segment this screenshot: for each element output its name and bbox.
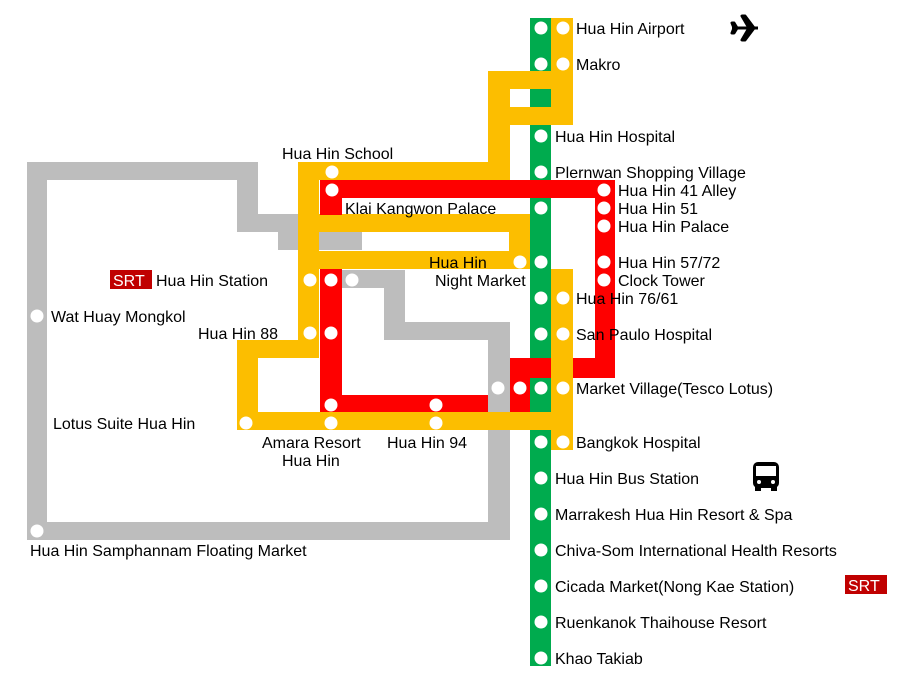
stop[interactable] <box>429 416 443 430</box>
label-plernwan[interactable]: Plernwan Shopping Village <box>555 165 746 182</box>
stop[interactable] <box>30 309 44 323</box>
label-hh94[interactable]: Hua Hin 94 <box>387 435 467 452</box>
gray-line <box>27 162 510 540</box>
airplane-icon <box>730 14 758 42</box>
stop[interactable] <box>556 327 570 341</box>
stop[interactable] <box>556 381 570 395</box>
label-hh5772[interactable]: Hua Hin 57/72 <box>618 255 720 272</box>
label-school[interactable]: Hua Hin School <box>282 146 393 163</box>
srt-badge: SRT <box>110 270 152 290</box>
stop[interactable] <box>534 21 548 35</box>
stop[interactable] <box>556 57 570 71</box>
srt-badge: SRT <box>845 575 887 595</box>
label-hh7661[interactable]: Hua Hin 76/61 <box>576 291 678 308</box>
label-palace[interactable]: Hua Hin Palace <box>618 219 729 236</box>
stop[interactable] <box>491 381 505 395</box>
svg-text:SRT: SRT <box>113 273 145 290</box>
stop[interactable] <box>534 615 548 629</box>
label-hh88[interactable]: Hua Hin 88 <box>198 326 278 343</box>
stop[interactable] <box>324 273 338 287</box>
label-ruenkanok[interactable]: Ruenkanok Thaihouse Resort <box>555 615 767 632</box>
stop[interactable] <box>534 579 548 593</box>
label-bus[interactable]: Hua Hin Bus Station <box>555 471 699 488</box>
stop[interactable] <box>534 327 548 341</box>
label-makro[interactable]: Makro <box>576 57 621 74</box>
stop[interactable] <box>325 165 339 179</box>
label-khao[interactable]: Khao Takiab <box>555 651 643 668</box>
stop[interactable] <box>303 326 317 340</box>
stop[interactable] <box>534 255 548 269</box>
label-hospital[interactable]: Hua Hin Hospital <box>555 129 675 146</box>
label-klai[interactable]: Klai Kangwon Palace <box>345 201 496 218</box>
stop[interactable] <box>324 416 338 430</box>
stop[interactable] <box>534 129 548 143</box>
label-hh51[interactable]: Hua Hin 51 <box>618 201 698 218</box>
label-market-village[interactable]: Market Village(Tesco Lotus) <box>576 381 773 398</box>
label-chiva[interactable]: Chiva-Som International Health Resorts <box>555 543 837 560</box>
stop[interactable] <box>556 21 570 35</box>
stop[interactable] <box>513 255 527 269</box>
label-airport[interactable]: Hua Hin Airport <box>576 21 685 38</box>
stop[interactable] <box>534 381 548 395</box>
stop[interactable] <box>429 398 443 412</box>
stop[interactable] <box>534 201 548 215</box>
stop[interactable] <box>534 165 548 179</box>
stop[interactable] <box>597 255 611 269</box>
stop[interactable] <box>534 507 548 521</box>
stops <box>30 21 611 665</box>
stop[interactable] <box>30 524 44 538</box>
label-amara-2[interactable]: Hua Hin <box>282 453 340 470</box>
stop[interactable] <box>303 273 317 287</box>
stop[interactable] <box>239 416 253 430</box>
stop[interactable] <box>324 326 338 340</box>
label-night-1[interactable]: Hua Hin <box>429 255 487 272</box>
stop[interactable] <box>534 435 548 449</box>
bus-icon <box>753 462 779 491</box>
stop[interactable] <box>534 57 548 71</box>
label-clock[interactable]: Clock Tower <box>618 273 706 290</box>
label-night-2[interactable]: Night Market <box>435 273 526 290</box>
stop[interactable] <box>597 219 611 233</box>
stop[interactable] <box>597 201 611 215</box>
station-labels: Hua Hin Airport Makro Hua Hin Hospital P… <box>30 21 887 668</box>
yellow-line <box>237 18 573 450</box>
label-station[interactable]: Hua Hin Station <box>156 273 268 290</box>
label-alley41[interactable]: Hua Hin 41 Alley <box>618 183 736 200</box>
label-sanpaulo[interactable]: San Paulo Hospital <box>576 327 712 344</box>
stop[interactable] <box>345 273 359 287</box>
stop[interactable] <box>534 543 548 557</box>
stop[interactable] <box>556 435 570 449</box>
label-wat[interactable]: Wat Huay Mongkol <box>51 309 186 326</box>
stop[interactable] <box>534 471 548 485</box>
label-floating[interactable]: Hua Hin Samphannam Floating Market <box>30 543 307 560</box>
stop[interactable] <box>513 381 527 395</box>
svg-text:SRT: SRT <box>848 578 880 595</box>
label-bangkok[interactable]: Bangkok Hospital <box>576 435 701 452</box>
stop[interactable] <box>597 183 611 197</box>
stop[interactable] <box>556 291 570 305</box>
stop[interactable] <box>597 273 611 287</box>
stop[interactable] <box>534 651 548 665</box>
stop[interactable] <box>325 183 339 197</box>
stop[interactable] <box>324 398 338 412</box>
stop[interactable] <box>534 291 548 305</box>
label-lotus[interactable]: Lotus Suite Hua Hin <box>53 416 195 433</box>
label-cicada[interactable]: Cicada Market(Nong Kae Station) <box>555 579 794 596</box>
label-marrakesh[interactable]: Marrakesh Hua Hin Resort & Spa <box>555 507 793 524</box>
label-amara-1[interactable]: Amara Resort <box>262 435 361 452</box>
